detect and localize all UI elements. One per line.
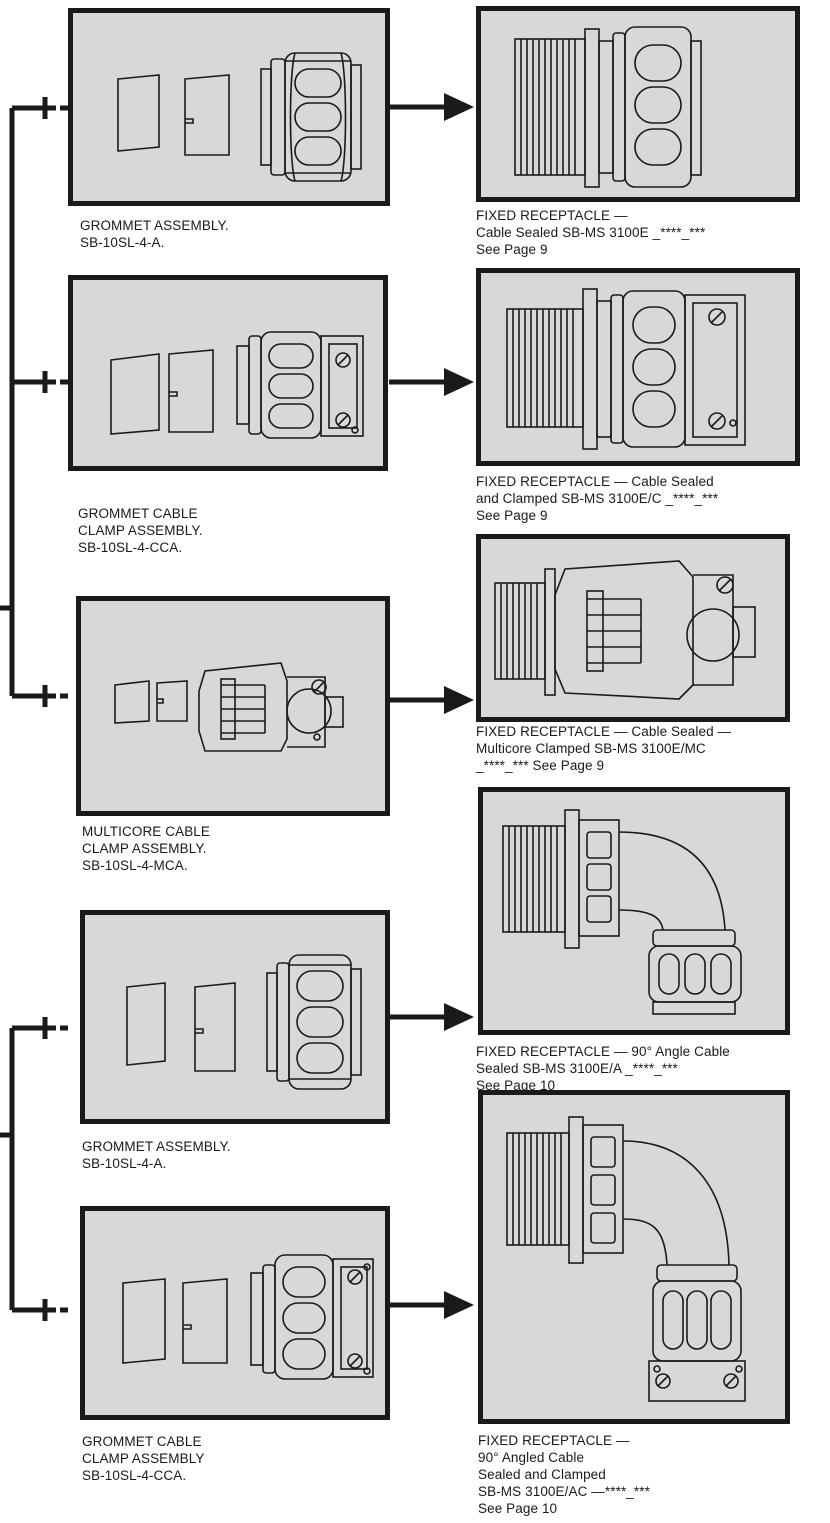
assembly-panel-grommet (68, 8, 390, 206)
caption-line: and Clamped SB-MS 3100E/C _****_*** (476, 491, 719, 506)
receptacle-caption-3: FIXED RECEPTACLE — Cable Sealed — Multic… (476, 723, 731, 774)
assembly-caption-5: GROMMET CABLE CLAMP ASSEMBLY SB-10SL-4-C… (82, 1433, 204, 1484)
caption-line: GROMMET ASSEMBLY. (82, 1139, 231, 1154)
grommet-assembly-drawing (117, 52, 362, 182)
multicore-cable-clamp-drawing (114, 662, 344, 752)
receptacle-panel-multicore-clamped (476, 534, 790, 722)
receptacle-panel-90-angle-clamped (478, 1090, 790, 1424)
assembly-caption-4: GROMMET ASSEMBLY. SB-10SL-4-A. (82, 1138, 231, 1172)
caption-line: _****_*** See Page 9 (476, 758, 605, 773)
assembly-panel-grommet-cable-clamp-2 (80, 1206, 390, 1420)
grommet-cable-clamp-drawing (110, 331, 364, 439)
caption-line: SB-10SL-4-CCA. (78, 540, 183, 555)
assembly-caption-1: GROMMET ASSEMBLY. SB-10SL-4-A. (80, 217, 229, 251)
caption-line: CLAMP ASSEMBLY. (78, 523, 203, 538)
caption-line: FIXED RECEPTACLE — 90° Angle Cable (476, 1044, 730, 1059)
fixed-receptacle-cable-sealed-clamped-drawing (506, 288, 746, 450)
receptacle-caption-2: FIXED RECEPTACLE — Cable Sealed and Clam… (476, 473, 718, 524)
caption-line: FIXED RECEPTACLE — Cable Sealed (476, 474, 714, 489)
grommet-cable-clamp-drawing (122, 1254, 374, 1380)
caption-line: CLAMP ASSEMBLY (82, 1451, 205, 1466)
caption-line: MULTICORE CABLE (82, 824, 211, 839)
caption-line: Cable Sealed SB-MS 3100E _****_*** (476, 225, 706, 240)
receptacle-panel-cable-sealed (476, 6, 800, 202)
receptacle-caption-5: FIXED RECEPTACLE — 90° Angled Cable Seal… (478, 1432, 650, 1517)
caption-line: 90° Angled Cable (478, 1450, 585, 1465)
caption-line: SB-10SL-4-CCA. (82, 1468, 187, 1483)
bracket-lower (0, 1025, 34, 1313)
grommet-assembly-drawing (126, 954, 362, 1090)
caption-line: See Page 10 (476, 1078, 556, 1093)
assembly-panel-grommet-cable-clamp (68, 275, 388, 471)
receptacle-panel-cable-sealed-clamped (476, 268, 800, 466)
bracket-upper (0, 105, 34, 699)
caption-line: SB-10SL-4-A. (80, 235, 165, 250)
caption-line: GROMMET CABLE (78, 506, 198, 521)
caption-line: See Page 10 (478, 1501, 558, 1516)
caption-line: FIXED RECEPTACLE — Cable Sealed — (476, 724, 732, 739)
fixed-receptacle-90-angle-clamped-drawing (506, 1116, 746, 1402)
caption-line: GROMMET ASSEMBLY. (80, 218, 229, 233)
caption-line: Sealed SB-MS 3100E/A _****_*** (476, 1061, 678, 1076)
caption-line: Multicore Clamped SB-MS 3100E/MC (476, 741, 706, 756)
assembly-caption-3: MULTICORE CABLE CLAMP ASSEMBLY. SB-10SL-… (82, 823, 210, 874)
receptacle-caption-4: FIXED RECEPTACLE — 90° Angle Cable Seale… (476, 1043, 730, 1094)
receptacle-panel-90-angle (478, 787, 790, 1035)
caption-line: See Page 9 (476, 242, 548, 257)
caption-line: FIXED RECEPTACLE — (476, 208, 628, 223)
assembly-caption-2: GROMMET CABLE CLAMP ASSEMBLY. SB-10SL-4-… (78, 505, 203, 556)
caption-line: SB-MS 3100E/AC —****_*** (478, 1484, 650, 1499)
caption-line: FIXED RECEPTACLE — (478, 1433, 630, 1448)
assembly-panel-multicore-cable-clamp (76, 596, 390, 816)
plus-connectors (34, 97, 68, 1321)
caption-line: GROMMET CABLE (82, 1434, 202, 1449)
fixed-receptacle-multicore-clamped-drawing (494, 560, 756, 700)
caption-line: Sealed and Clamped (478, 1467, 606, 1482)
caption-line: SB-10SL-4-A. (82, 1156, 167, 1171)
arrows (389, 93, 474, 1319)
fixed-receptacle-cable-sealed-drawing (514, 26, 702, 188)
caption-line: SB-10SL-4-MCA. (82, 858, 188, 873)
assembly-panel-grommet-2 (80, 910, 390, 1124)
caption-line: See Page 9 (476, 508, 548, 523)
fixed-receptacle-90-angle-drawing (502, 809, 742, 1015)
receptacle-caption-1: FIXED RECEPTACLE — Cable Sealed SB-MS 31… (476, 207, 705, 258)
caption-line: CLAMP ASSEMBLY. (82, 841, 207, 856)
